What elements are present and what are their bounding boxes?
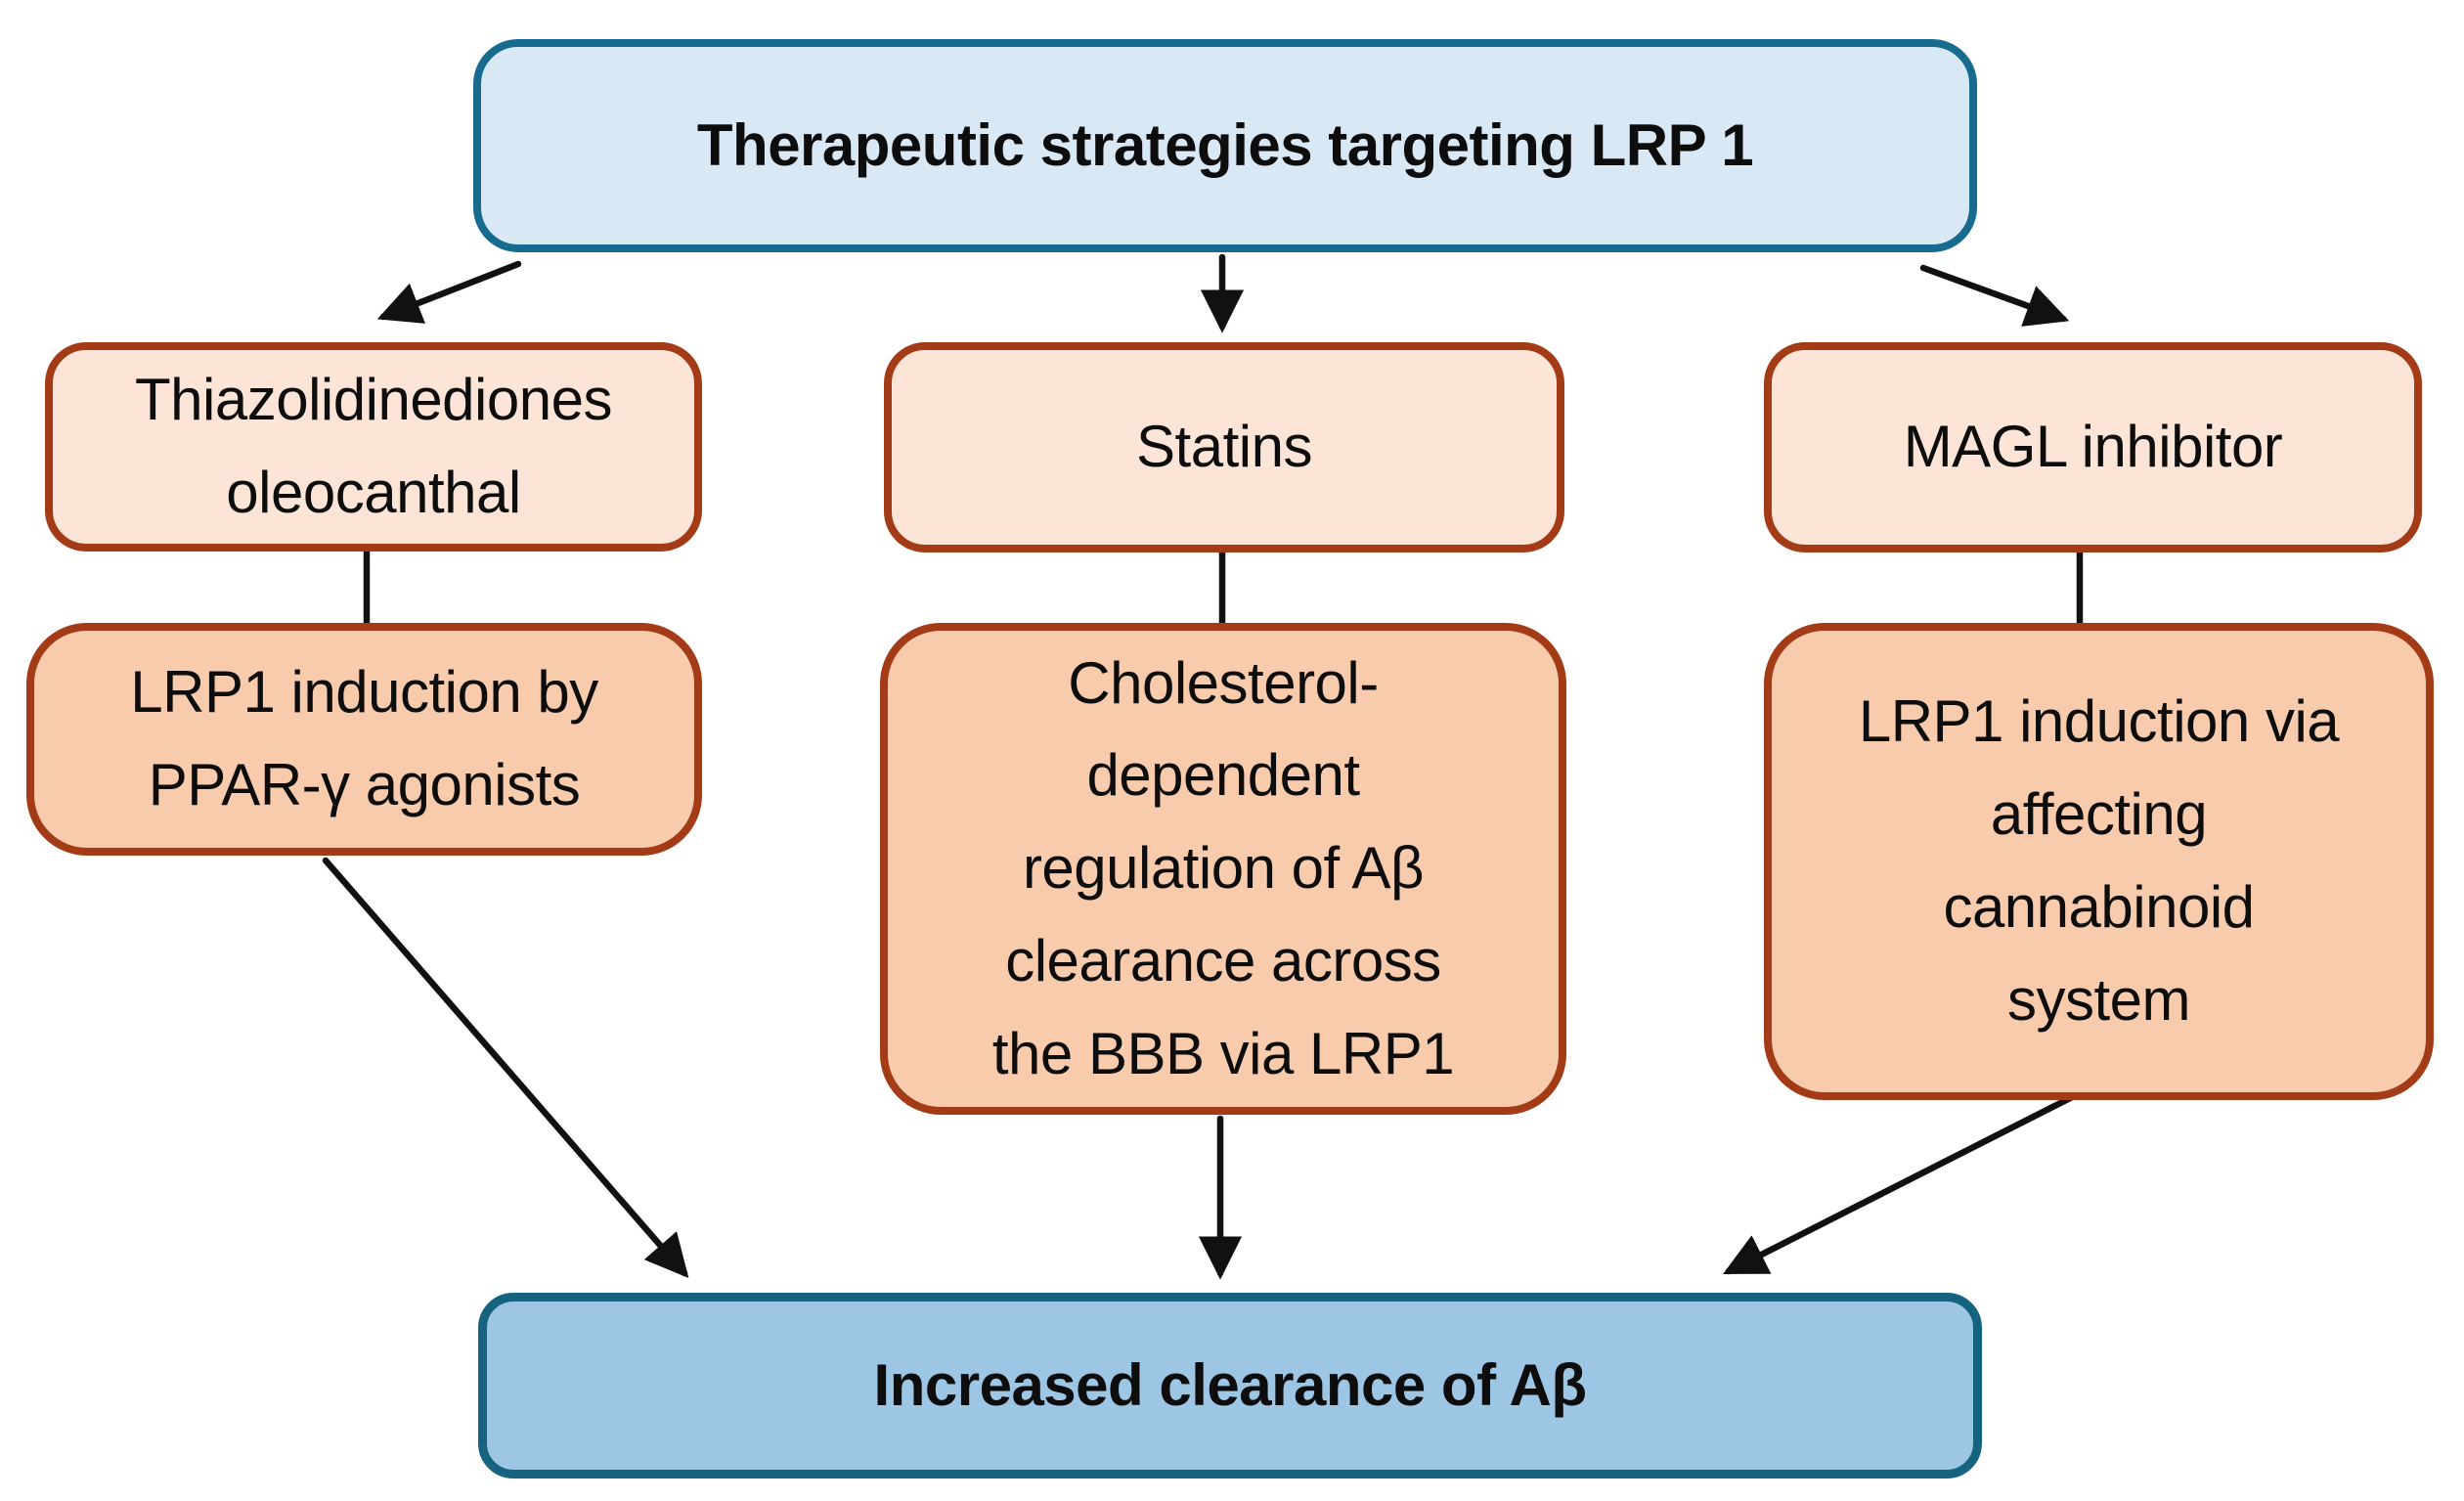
outcome-box-label: Increased clearance of Aβ — [873, 1352, 1587, 1418]
title-box-therapeutic-strategies: Therapeutic strategies targeting LRP 1 — [473, 39, 1977, 252]
mechanism-box-label: Cholesterol- dependent regulation of Aβ … — [991, 649, 1455, 1086]
mechanism-box-label: LRP1 induction via affecting cannabinoid… — [1858, 688, 2340, 1033]
mechanism-box-label: LRP1 induction by PPAR-γ agonists — [130, 659, 598, 817]
strategy-box-label: MAGL inhibitor — [1903, 414, 2283, 480]
mechanism-box-cannabinoid-system: LRP1 induction via affecting cannabinoid… — [1764, 623, 2434, 1100]
strategy-box-statins: Statins — [884, 342, 1564, 552]
arrow-title-to-magl — [1919, 264, 2070, 327]
title-box-label: Therapeutic strategies targeting LRP 1 — [696, 112, 1754, 178]
mechanism-box-ppar-gamma-agonists: LRP1 induction by PPAR-γ agonists — [26, 623, 702, 856]
outcome-box-increased-clearance: Increased clearance of Aβ — [478, 1293, 1982, 1479]
arrow-cannabinoid-to-outcome — [1723, 1089, 2084, 1275]
strategy-box-thiazolidinediones: Thiazolidinediones oleocanthal — [45, 342, 702, 552]
mechanism-box-cholesterol-dependent: Cholesterol- dependent regulation of Aβ … — [880, 623, 1566, 1115]
strategy-box-label: Thiazolidinediones oleocanthal — [135, 367, 613, 525]
arrow-title-to-thiazolidinediones — [376, 260, 522, 324]
strategy-box-label: Statins — [1136, 414, 1312, 480]
arrow-ppar-to-outcome — [322, 857, 689, 1279]
strategy-box-magl-inhibitor: MAGL inhibitor — [1764, 342, 2422, 552]
